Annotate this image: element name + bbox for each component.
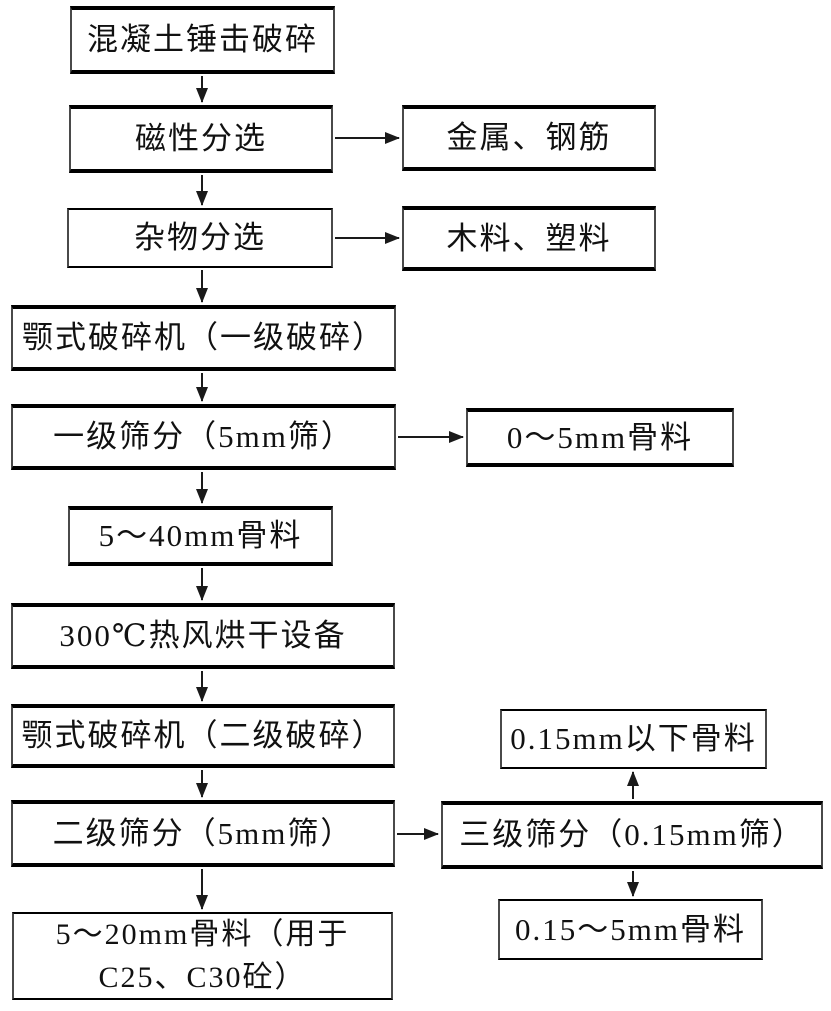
node-magnetic-separation: 磁性分选 bbox=[69, 105, 333, 173]
node-label: 颚式破碎机（一级破碎） bbox=[22, 320, 385, 356]
node-label-line1: 5～20mm骨料（用于 bbox=[55, 918, 350, 951]
node-label: 磁性分选 bbox=[135, 121, 267, 157]
node-aggregate-under-0-15mm: 0.15mm以下骨料 bbox=[500, 709, 767, 769]
node-label: 混凝土锤击破碎 bbox=[87, 22, 318, 58]
node-jaw-crusher-secondary: 颚式破碎机（二级破碎） bbox=[11, 704, 395, 768]
node-label: 木料、塑料 bbox=[446, 220, 612, 256]
node-label: 颚式破碎机（二级破碎） bbox=[21, 718, 385, 754]
node-aggregate-0-5mm: 0～5mm骨料 bbox=[466, 408, 734, 467]
node-label: 杂物分选 bbox=[134, 220, 266, 256]
node-aggregate-5-20mm: 5～20mm骨料（用于 C25、C30砼） bbox=[12, 912, 393, 1000]
node-label: 一级筛分（5mm筛） bbox=[53, 419, 354, 455]
node-primary-screening: 一级筛分（5mm筛） bbox=[11, 404, 396, 470]
node-concrete-hammer-crushing: 混凝土锤击破碎 bbox=[70, 6, 335, 74]
node-label: 0.15mm以下骨料 bbox=[510, 721, 757, 757]
node-hot-air-dryer: 300℃热风烘干设备 bbox=[11, 603, 395, 669]
node-label: 金属、钢筋 bbox=[446, 120, 612, 156]
node-label: 三级筛分（0.15mm筛） bbox=[459, 817, 805, 853]
node-label: 300℃热风烘干设备 bbox=[59, 618, 347, 654]
node-aggregate-5-40mm: 5～40mm骨料 bbox=[68, 506, 333, 566]
node-label: 0.15～5mm骨料 bbox=[515, 911, 746, 947]
node-aggregate-0-15-5mm: 0.15～5mm骨料 bbox=[498, 899, 763, 960]
node-metal-rebar: 金属、钢筋 bbox=[402, 105, 656, 171]
node-jaw-crusher-primary: 颚式破碎机（一级破碎） bbox=[11, 305, 396, 371]
node-secondary-screening: 二级筛分（5mm筛） bbox=[11, 800, 395, 867]
node-label: 二级筛分（5mm筛） bbox=[52, 815, 354, 851]
node-debris-separation: 杂物分选 bbox=[67, 208, 333, 268]
node-tertiary-screening: 三级筛分（0.15mm筛） bbox=[441, 801, 823, 869]
node-label: 0～5mm骨料 bbox=[506, 419, 694, 455]
node-label-line2: C25、C30砼） bbox=[98, 961, 307, 994]
node-label: 5～40mm骨料 bbox=[98, 518, 303, 554]
node-wood-plastic: 木料、塑料 bbox=[402, 206, 656, 271]
